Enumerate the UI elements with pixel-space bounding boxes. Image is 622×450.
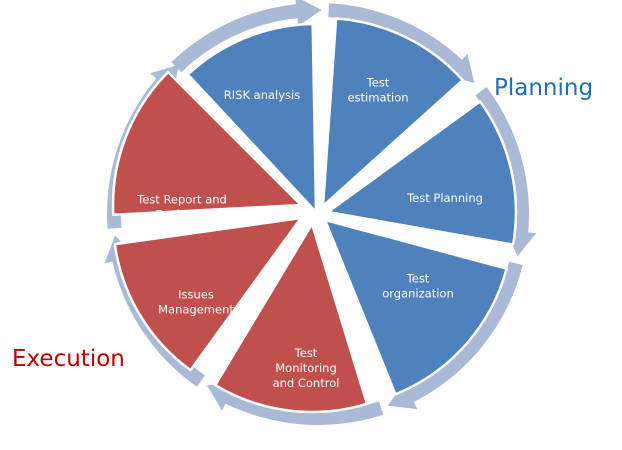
segment-label-test-planning: Test Planning	[406, 191, 483, 205]
segment-label-line: Test	[366, 76, 390, 90]
cycle-segments	[111, 17, 518, 414]
test-organization-arrow	[387, 261, 523, 410]
segment-label-line: Management	[158, 303, 234, 317]
segment-label-line: Monitoring	[275, 361, 337, 375]
segment-label-line: Test	[294, 346, 318, 360]
segment-test-monitoring	[213, 222, 369, 414]
segment-label-risk-analysis: RISK analysis	[224, 88, 300, 102]
execution-label: Execution	[12, 346, 125, 372]
segment-label-line: Evolution	[155, 208, 209, 222]
segment-test-planning	[326, 100, 518, 246]
test-planning-arrow	[475, 87, 537, 257]
segment-label-line: Issues	[178, 288, 214, 302]
planning-label: Planning	[494, 75, 593, 101]
segment-risk-analysis	[186, 22, 318, 214]
segment-label-line: RISK analysis	[224, 88, 300, 102]
segment-label-line: estimation	[347, 91, 408, 105]
segment-label-line: Test Planning	[406, 191, 483, 205]
segment-test-report	[111, 70, 303, 217]
segment-issues-management	[113, 216, 303, 372]
segment-label-line: Test	[406, 272, 430, 286]
segment-label-line: organization	[382, 287, 454, 301]
test-monitoring-arrow	[206, 383, 384, 425]
segment-label-line: and Control	[273, 376, 340, 390]
risk-analysis-arrow	[171, 0, 322, 73]
segment-test-organization	[323, 218, 508, 396]
segment-test-estimation	[321, 17, 464, 208]
segment-label-line: Test Report and	[136, 193, 227, 207]
test-estimation-arrow	[328, 3, 475, 83]
